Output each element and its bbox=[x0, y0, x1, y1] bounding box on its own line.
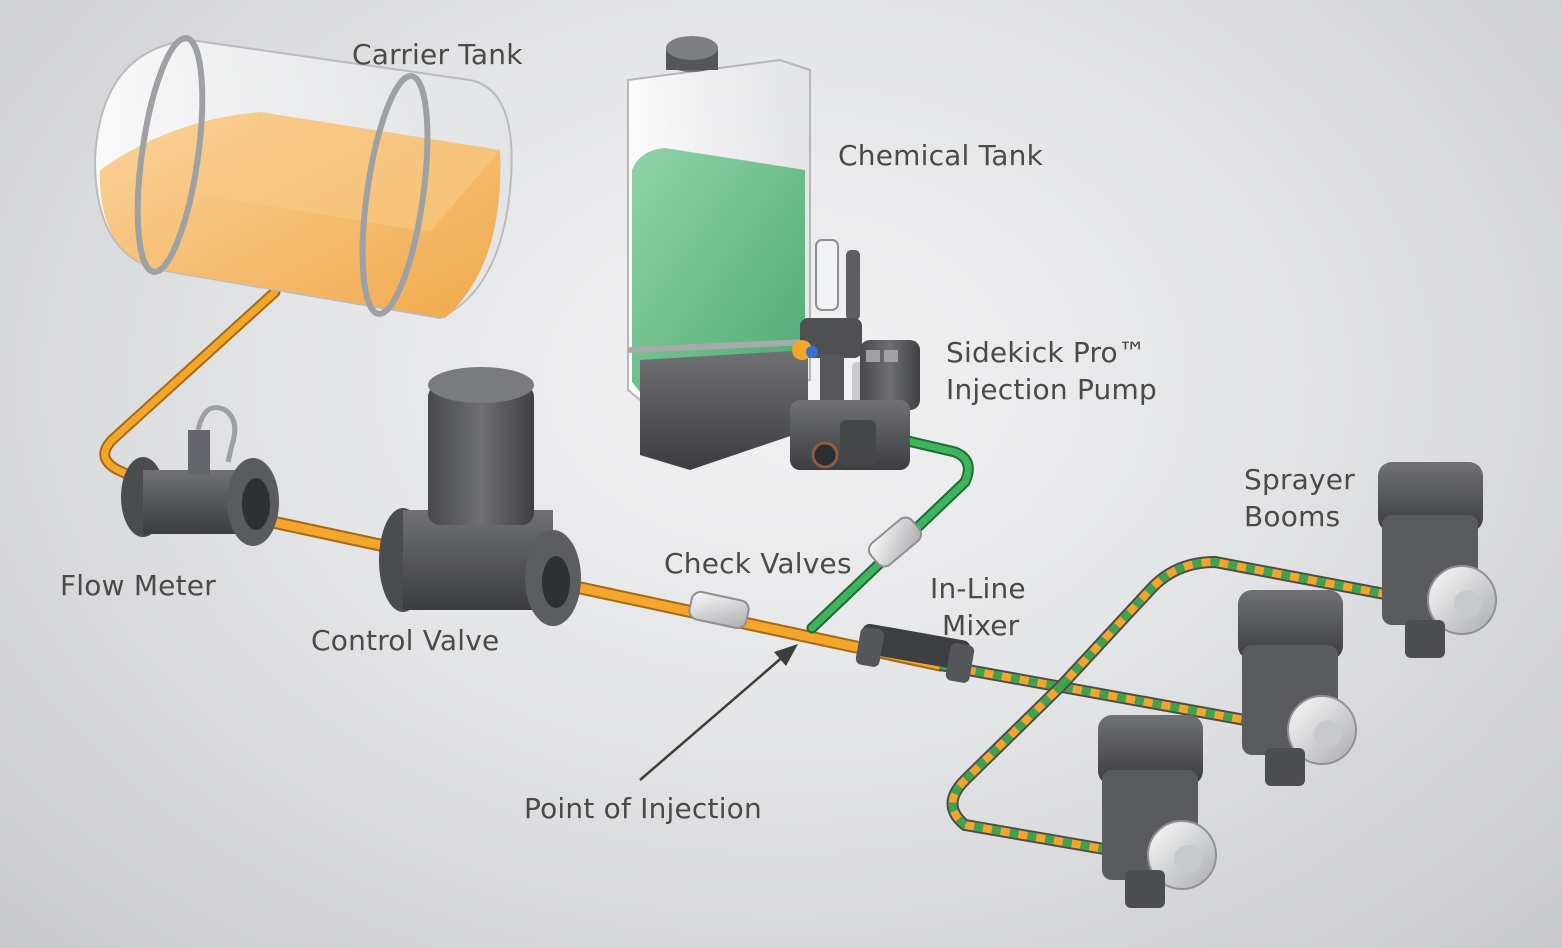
carrier-pipe bbox=[99, 286, 947, 672]
label-check-valves: Check Valves bbox=[664, 547, 852, 580]
injection-arrow bbox=[639, 644, 798, 781]
label-sprayer-booms-line1: Sprayer bbox=[1244, 463, 1355, 496]
control-valve bbox=[379, 367, 581, 626]
label-flow-meter: Flow Meter bbox=[60, 569, 216, 602]
sprayer-valve-1 bbox=[1378, 462, 1497, 658]
label-control-valve: Control Valve bbox=[311, 624, 500, 657]
carrier-tank bbox=[93, 35, 513, 320]
label-injection-pump: Sidekick Pro™ Injection Pump bbox=[946, 334, 1157, 408]
label-injection-pump-line2: Injection Pump bbox=[946, 373, 1157, 406]
label-chemical-tank: Chemical Tank bbox=[838, 139, 1043, 172]
check-valve-carrier bbox=[688, 590, 750, 630]
sprayer-valve-2 bbox=[1238, 590, 1357, 786]
label-point-of-injection: Point of Injection bbox=[524, 792, 762, 825]
label-sprayer-booms: Sprayer Booms bbox=[1244, 461, 1355, 535]
label-inline-mixer: In-Line Mixer bbox=[930, 570, 1026, 644]
label-inline-mixer-line1: In-Line bbox=[930, 572, 1026, 605]
inline-mixer bbox=[855, 623, 975, 683]
sprayer-valve-3 bbox=[1098, 715, 1217, 908]
check-valve-chemical bbox=[867, 516, 923, 568]
label-carrier-tank: Carrier Tank bbox=[352, 38, 523, 71]
mixed-pipes bbox=[938, 555, 1392, 856]
label-injection-pump-line1: Sidekick Pro™ bbox=[946, 336, 1147, 369]
chemical-pipe bbox=[806, 432, 974, 634]
label-inline-mixer-line2: Mixer bbox=[942, 609, 1020, 642]
chemical-tank bbox=[627, 36, 811, 470]
injection-pump bbox=[790, 239, 920, 470]
label-sprayer-booms-line2: Booms bbox=[1244, 500, 1341, 533]
flow-meter bbox=[121, 405, 279, 546]
